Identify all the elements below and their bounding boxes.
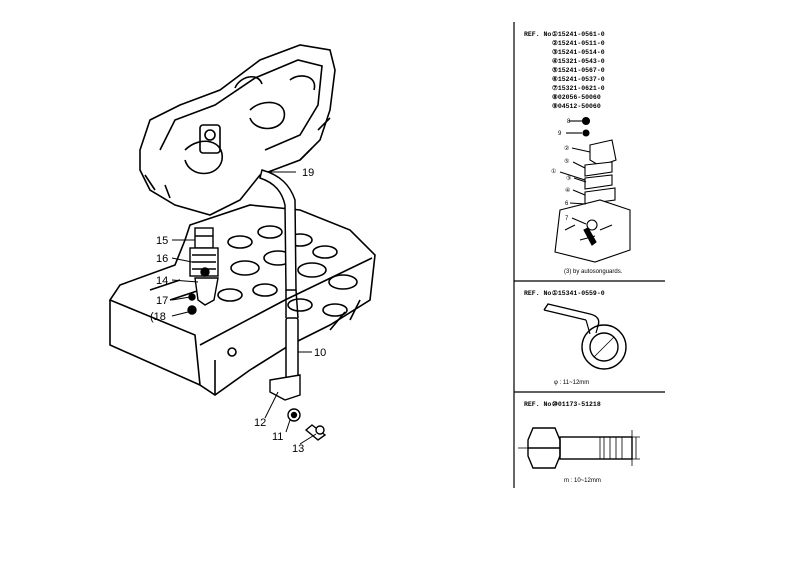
callout-14: 14: [156, 275, 168, 287]
rocker-cover: [139, 44, 336, 216]
callout-11: 11: [272, 431, 283, 443]
panel-3: REF. No. ⑩01173-51218 m : 10~12mm: [518, 400, 640, 484]
mini-callout-1: ①: [551, 168, 556, 175]
panel-1-part-4: ④15321-0543-0: [552, 57, 605, 65]
callout-15: 15: [156, 235, 168, 247]
panel-1-part-5: ⑤15241-0567-0: [552, 66, 605, 74]
callout-18: (18: [150, 311, 166, 323]
panel-3-part: ⑩01173-51218: [552, 400, 601, 408]
callouts: 19 15 16 14 17 (18 10 12 11 13: [150, 167, 326, 455]
panel-1-part-8: ⑧02056-50060: [552, 93, 601, 101]
callout-13: 13: [292, 443, 304, 455]
callout-16: 16: [156, 253, 168, 265]
panel-1-caption: (3) by autosonguards.: [564, 269, 623, 275]
panel-1-part-1: ①15241-0561-0: [552, 30, 605, 38]
panel-1-part-2: ②15241-0511-0: [552, 39, 605, 47]
panel-1-part-9: ⑨04512-50060: [552, 102, 601, 110]
panel-2-dimension: φ : 11~12mm: [554, 380, 589, 386]
breather-hose: [259, 169, 299, 389]
callout-19: 19: [302, 167, 314, 179]
mini-callout-5: ⑤: [564, 158, 569, 165]
panel-frame: [513, 22, 665, 488]
mini-callout-6: 6: [565, 201, 569, 207]
panel-1-part-6: ⑥15241-0537-0: [552, 75, 605, 83]
mini-callout-4: ④: [565, 187, 570, 194]
pipe-clamp-drawing: [543, 303, 627, 370]
panel-2: REF. No. ①15341-0559-0 φ : 11~12mm: [524, 289, 627, 386]
mini-callout-3: ③: [566, 175, 571, 182]
callout-10: 10: [314, 347, 326, 359]
mini-callout-9: 9: [558, 131, 562, 137]
leader-lines: [171, 171, 317, 445]
panel-1-ref-label: REF. No.: [524, 31, 555, 38]
switch-exploded-view: [554, 116, 631, 263]
mini-callout-8: 8: [567, 119, 571, 125]
panel-1: REF. No. ①15241-0561-0 ②15241-0511-0 ③15…: [524, 30, 631, 275]
callout-12: 12: [254, 417, 266, 429]
mini-callout-7: 7: [565, 216, 569, 222]
callout-17: 17: [156, 295, 168, 307]
cylinder-head: [108, 204, 376, 396]
panel-2-ref-label: REF. No.: [524, 290, 555, 297]
panel-3-dimension: m : 10~12mm: [564, 478, 601, 484]
mini-callout-2: ②: [564, 145, 569, 152]
panel-2-part: ①15341-0559-0: [552, 289, 605, 297]
bolt-drawing: [518, 427, 640, 469]
panel-1-part-7: ⑦15321-0621-0: [552, 84, 605, 92]
panel-3-ref-label: REF. No.: [524, 401, 555, 408]
panel-1-part-3: ③15241-0514-0: [552, 48, 605, 56]
oil-pressure-switch-assembly: [187, 227, 219, 315]
